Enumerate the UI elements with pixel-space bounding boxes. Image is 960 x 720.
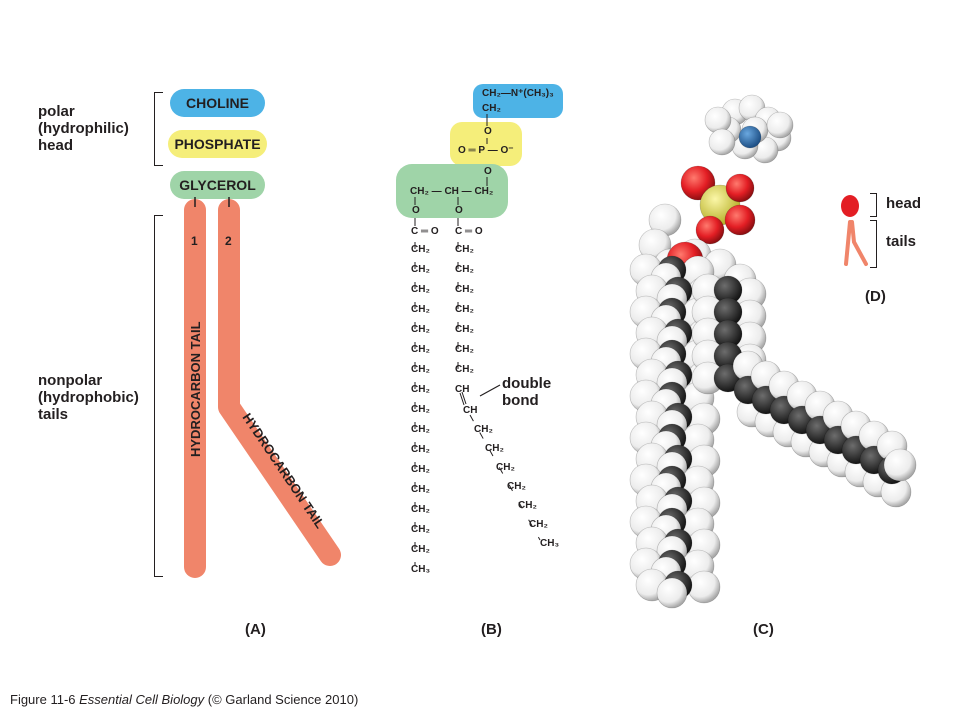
- chain-2-unit: CH₂: [455, 304, 474, 315]
- nitrogen-atom: [738, 125, 762, 149]
- chain-2-unit: CH: [455, 384, 470, 395]
- chain-1-unit: CH₂: [411, 444, 430, 455]
- tail-icon-left: [844, 220, 852, 266]
- panel-a-letter: (A): [245, 621, 266, 638]
- glycerol-formula: CH₂ — CH — CH₂: [410, 186, 494, 197]
- chain-1-unit: CH₂: [411, 404, 430, 415]
- tail-label: nonpolar (hydrophobic) tails: [38, 372, 139, 423]
- head-bracket: [154, 92, 163, 166]
- chain-2-unit: CH₂: [455, 264, 474, 275]
- hydrogen-atom: [708, 128, 736, 156]
- figure-number: Figure 11-6: [10, 692, 76, 707]
- head-icon: [841, 195, 859, 217]
- chain-1-unit: CH₂: [411, 524, 430, 535]
- phosphate-center: O ═ P — O⁻: [458, 145, 514, 156]
- chain-1-unit: CH₂: [411, 544, 430, 555]
- tail-1-number: 1: [191, 234, 198, 248]
- panel-b-letter: (B): [481, 621, 502, 638]
- hydrogen-atom: [704, 106, 732, 134]
- double-bond-label: double bond: [502, 375, 552, 409]
- phosphate-o-bottom: O: [484, 166, 492, 177]
- chain-1-unit: CH₂: [411, 244, 430, 255]
- oxygen-atom: [725, 173, 755, 203]
- phosphate-pill: PHOSPHATE: [168, 130, 267, 158]
- hydrogen-atom: [883, 448, 917, 482]
- choline-box: [473, 84, 563, 118]
- chain-1-unit: CH₂: [411, 464, 430, 475]
- tails-label-d: tails: [886, 233, 917, 250]
- glycerol-pill: GLYCEROL: [170, 171, 265, 199]
- oxygen-atom: [724, 204, 756, 236]
- chain-1-unit: CH₂: [411, 284, 430, 295]
- phosphate-box: [450, 122, 522, 166]
- chain-1-unit: CH₂: [411, 304, 430, 315]
- tails-bracket-d: [870, 220, 877, 268]
- chain-2-unit: CH₂: [518, 500, 537, 511]
- panel-c-letter: (C): [753, 621, 774, 638]
- tail-2-label: HYDROCARBON TAIL: [240, 410, 328, 531]
- panel-d-letter: (D): [865, 288, 886, 305]
- ester-o-1: O: [412, 205, 420, 216]
- ester-o-2: O: [455, 205, 463, 216]
- chain-2-unit: CH₂: [496, 462, 515, 473]
- space-filling-model: [629, 94, 917, 609]
- chain-1-unit: CH₂: [411, 484, 430, 495]
- chain-2-unit: CH: [463, 405, 478, 416]
- book-title: Essential Cell Biology: [79, 692, 205, 707]
- chain-1-unit: CH₃: [411, 564, 431, 575]
- chain-2-unit: CH₃: [540, 538, 560, 549]
- chain-2-unit: CH₂: [529, 519, 548, 530]
- chain-2-unit: CH₂: [507, 481, 526, 492]
- choline-pill: CHOLINE: [170, 89, 265, 117]
- lipid-icon: [841, 195, 868, 266]
- chain-2-unit: CH₂: [455, 324, 474, 335]
- phosphate-o-top: O: [484, 126, 492, 137]
- chain-1-unit: CH₂: [411, 344, 430, 355]
- chain-2-unit: CH₂: [455, 244, 474, 255]
- glycerol-box: [396, 164, 508, 218]
- hydrogen-atom: [656, 577, 688, 609]
- hydrogen-atom: [766, 111, 794, 139]
- chain-2-unit: CH₂: [455, 364, 474, 375]
- carbonyl-1: C ═ O: [411, 226, 439, 237]
- hydrocarbon-tails: 1 2 HYDROCARBON TAIL HYDROCARBON TAIL: [184, 197, 341, 578]
- figure-caption: Figure 11-6 Essential Cell Biology (© Ga…: [10, 692, 358, 707]
- chain-1-unit: CH₂: [411, 364, 430, 375]
- tail-2-number: 2: [225, 234, 232, 248]
- carbonyl-2: C ═ O: [455, 226, 483, 237]
- chain-1-unit: CH₂: [411, 424, 430, 435]
- tail-1-label: HYDROCARBON TAIL: [188, 321, 203, 457]
- tail-icon-right: [850, 220, 868, 266]
- chain-2-unit: CH₂: [455, 344, 474, 355]
- hydrogen-atom: [687, 570, 721, 604]
- head-label-d: head: [886, 195, 922, 212]
- chain-1-unit: CH₂: [411, 504, 430, 515]
- chain-1-unit: CH₂: [411, 384, 430, 395]
- chain-bonds: [414, 114, 541, 566]
- chain-1-unit: CH₂: [411, 324, 430, 335]
- tail-bracket: [154, 215, 163, 577]
- chain-2-unit: CH₂: [474, 424, 493, 435]
- chain-1-unit: CH₂: [411, 264, 430, 275]
- tail-2: [218, 199, 341, 566]
- head-bracket-d: [870, 193, 877, 217]
- oxygen-atom: [695, 215, 725, 245]
- choline-ch2: CH₂: [482, 103, 501, 114]
- copyright: (© Garland Science 2010): [207, 692, 359, 707]
- choline-formula: CH₂—N⁺(CH₃)₃: [482, 88, 554, 99]
- chain-2-unit: CH₂: [455, 284, 474, 295]
- chain-2-unit: CH₂: [485, 443, 504, 454]
- head-label: polar (hydrophilic) head: [38, 103, 129, 154]
